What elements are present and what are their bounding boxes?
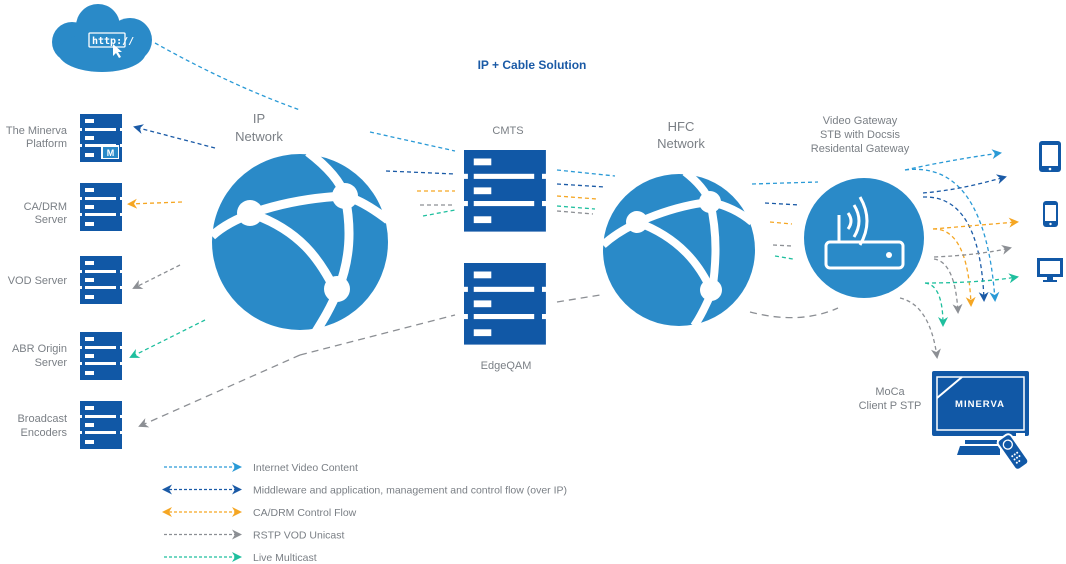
flow-vod xyxy=(933,258,963,314)
flow-cadrm xyxy=(932,228,976,307)
flow-broadcast xyxy=(138,354,301,428)
legend-label: CA/DRM Control Flow xyxy=(253,507,357,519)
gateway-label: Residental Gateway xyxy=(811,143,910,155)
moca-label: Client P STP xyxy=(859,400,922,412)
legend-label: Live Multicast xyxy=(253,552,317,564)
legend-label: Internet Video Content xyxy=(253,462,358,474)
server-ca-drm: CA/DRM Server xyxy=(24,183,123,231)
legend-item: Internet Video Content xyxy=(164,462,358,474)
diagram-title: IP + Cable Solution xyxy=(478,58,587,72)
server-broadcast-encoders: Broadcast Encoders xyxy=(17,401,123,449)
flow-multicast xyxy=(422,209,456,217)
tv-brand-text: MINERVA xyxy=(955,399,1005,410)
ip-network-label: Network xyxy=(235,129,283,144)
server-label: VOD Server xyxy=(8,275,68,287)
flow-cadrm xyxy=(932,217,1019,230)
edgeqam-label: EdgeQAM xyxy=(481,360,532,372)
server-icon xyxy=(79,332,123,380)
moca-tv-icon: MINERVA xyxy=(932,371,1030,471)
server-icon xyxy=(462,150,548,232)
hfc-network-label: Network xyxy=(657,136,705,151)
remote-control-icon xyxy=(996,433,1030,471)
flow-multicast xyxy=(129,319,206,358)
server-label: ABR Origin xyxy=(12,343,67,355)
flow-vod xyxy=(556,210,594,215)
svg-text:M: M xyxy=(107,148,115,158)
flow-middleware xyxy=(385,170,456,175)
monitor-icon xyxy=(1037,258,1063,282)
server-minerva-platform: M The Minerva Platform xyxy=(6,114,123,162)
server-icon xyxy=(462,263,548,345)
flow-internet xyxy=(904,168,1000,302)
moca-label: MoCa xyxy=(875,386,905,398)
server-vod: VOD Server xyxy=(8,256,123,304)
smartphone-icon xyxy=(1043,201,1058,227)
flow-cadrm xyxy=(127,198,183,209)
server-icon xyxy=(79,401,123,449)
gateway-label: Video Gateway xyxy=(823,115,898,127)
minerva-badge-icon xyxy=(103,147,118,158)
cmts-server: CMTS xyxy=(462,125,548,232)
hfc-network-globe-icon xyxy=(600,168,755,329)
edgeqam-server: EdgeQAM xyxy=(462,263,548,372)
flow-broadcast xyxy=(299,314,456,356)
flow-broadcast xyxy=(556,294,601,303)
ip-network-globe-icon xyxy=(208,148,391,341)
legend-item: CA/DRM Control Flow xyxy=(162,507,357,519)
legend-label: RSTP VOD Unicast xyxy=(253,530,344,542)
flow-multicast xyxy=(556,205,596,210)
flow-middleware xyxy=(922,174,1007,194)
cursor-icon xyxy=(113,44,122,58)
legend-item: RSTP VOD Unicast xyxy=(164,529,344,542)
flow-cadrm xyxy=(556,195,598,200)
flow-internet xyxy=(904,149,1002,171)
flow-vod xyxy=(772,244,793,247)
flow-vod xyxy=(933,244,1012,258)
cmts-label: CMTS xyxy=(492,125,523,137)
http-cloud-icon: http:// xyxy=(52,4,152,72)
server-icon xyxy=(79,256,123,304)
server-icon xyxy=(79,183,123,231)
flow-vod xyxy=(899,297,941,359)
server-label: CA/DRM xyxy=(24,201,67,213)
flow-cadrm xyxy=(769,221,793,225)
flow-multicast xyxy=(924,273,1019,284)
server-label: Encoders xyxy=(21,427,68,439)
tablet-icon xyxy=(1039,141,1061,172)
server-label: Server xyxy=(35,357,68,369)
server-label: Server xyxy=(35,214,68,226)
legend-item: Live Multicast xyxy=(164,552,317,564)
flow-middleware xyxy=(133,124,216,149)
flow-lines xyxy=(127,42,1019,428)
flow-vod xyxy=(132,264,181,289)
flow-broadcast xyxy=(749,307,839,319)
flow-middleware xyxy=(922,196,989,302)
server-label: The Minerva xyxy=(6,125,68,137)
legend-item: Middleware and application, management a… xyxy=(162,484,567,497)
ip-network-label: IP xyxy=(253,111,265,126)
server-abr-origin: ABR Origin Server xyxy=(12,332,123,380)
flow-internet xyxy=(556,169,616,177)
server-label: Platform xyxy=(26,138,67,150)
legend-label: Middleware and application, management a… xyxy=(253,485,567,497)
cloud-url-text: http:// xyxy=(92,36,134,47)
flow-multicast xyxy=(774,255,794,260)
server-label: Broadcast xyxy=(17,413,67,425)
flow-internet xyxy=(369,131,456,152)
flow-multicast xyxy=(924,282,948,327)
flow-middleware xyxy=(764,202,801,206)
flow-internet xyxy=(154,42,301,111)
video-gateway-router-icon xyxy=(804,178,924,298)
flow-internet xyxy=(751,181,819,185)
flow-middleware xyxy=(556,183,606,188)
hfc-network-label: HFC xyxy=(668,119,695,134)
gateway-label: STB with Docsis xyxy=(820,129,901,141)
